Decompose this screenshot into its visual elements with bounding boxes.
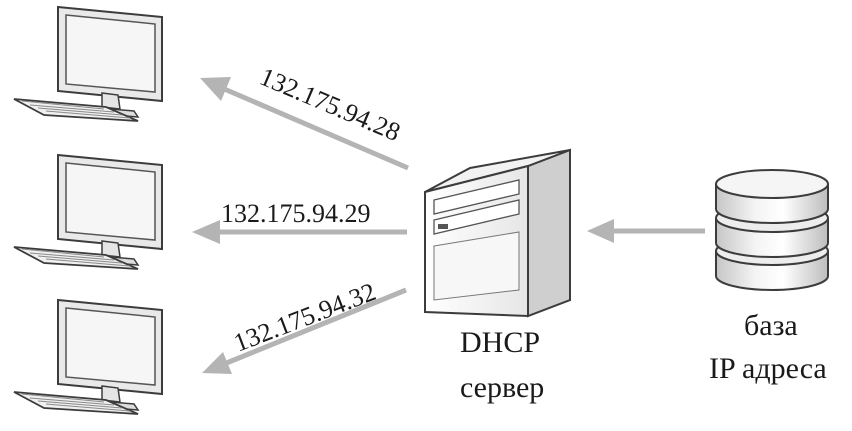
database-label-line1: база	[744, 309, 798, 342]
computer-icon-2	[13, 154, 163, 270]
computer-icon-3	[13, 299, 163, 415]
arrow-to-client-1	[200, 77, 409, 171]
server-tower-icon	[424, 148, 571, 318]
computer-icon-1	[13, 6, 163, 122]
server-label-line1: DHCP	[460, 326, 540, 359]
database-icon	[715, 169, 829, 291]
arrow-db-to-server	[587, 219, 705, 243]
ip-label-3: 132.175.94.32	[230, 277, 380, 358]
database-label-line2: IP адреса	[709, 352, 827, 385]
arrow-to-client-2	[192, 220, 407, 244]
arrow-to-client-3	[202, 287, 407, 374]
server-label-line2: сервер	[460, 371, 544, 404]
ip-label-2: 132.175.94.29	[221, 199, 371, 228]
